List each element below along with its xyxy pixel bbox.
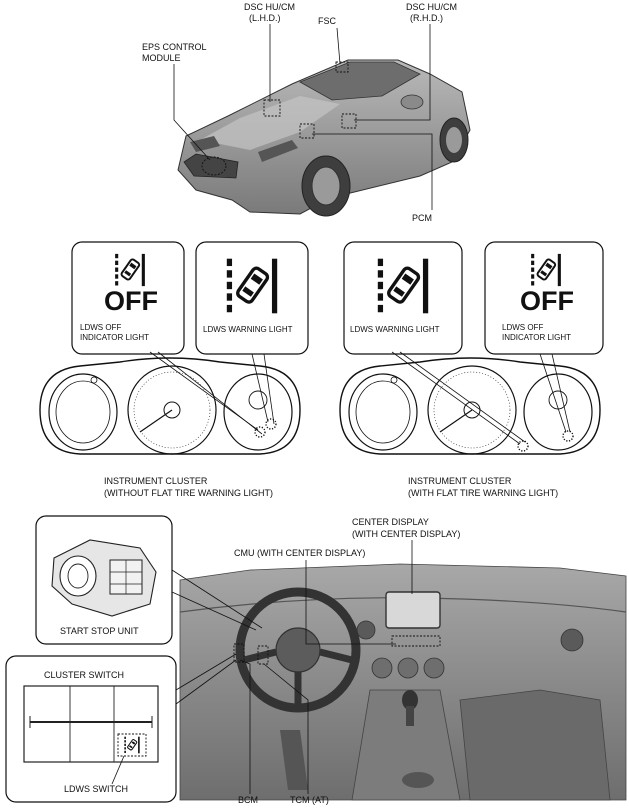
label-ldws-warning-left: LDWS WARNING LIGHT xyxy=(203,325,293,334)
label-center-display-2: (WITH CENTER DISPLAY) xyxy=(352,529,460,539)
label-bcm: BCM xyxy=(238,795,258,805)
label-fsc: FSC xyxy=(318,16,337,26)
label-ldws-off-left-2: INDICATOR LIGHT xyxy=(80,333,149,342)
cluster-right-group: LDWS WARNING LIGHT OFF LDWS OFF INDICATO… xyxy=(339,241,604,455)
cluster-left-leaders xyxy=(149,351,275,435)
car-illustration xyxy=(177,59,471,217)
label-tcm: TCM (AT) xyxy=(290,795,329,805)
label-start-stop-unit: START STOP UNIT xyxy=(60,626,139,636)
label-ldws-switch: LDWS SWITCH xyxy=(64,784,128,794)
cluster-right-leaders xyxy=(391,351,571,445)
pcm-location xyxy=(299,123,315,139)
caption-cluster-left-2: (WITHOUT FLAT TIRE WARNING LIGHT) xyxy=(104,488,273,498)
label-cluster-switch: CLUSTER SWITCH xyxy=(44,670,124,680)
label-dsc-rhd-1: DSC HU/CM xyxy=(406,2,457,12)
label-ldws-off-left-1: LDWS OFF xyxy=(80,323,121,332)
ldws-switch-location xyxy=(117,733,147,757)
cluster-left-group: OFF LDWS OFF INDICATOR LIGHT LDWS WARNIN… xyxy=(39,241,309,455)
start-stop-unit-illustration xyxy=(51,539,157,617)
label-dsc-rhd-2: (R.H.D.) xyxy=(410,13,443,23)
tcm-location xyxy=(257,645,269,665)
dsc-lhd-location xyxy=(263,99,281,117)
interior-illustration xyxy=(179,563,627,801)
ldws-off-icon-text: OFF xyxy=(104,286,158,316)
label-ldws-off-right-1: LDWS OFF xyxy=(502,323,543,332)
cluster-left-housing xyxy=(39,357,301,455)
caption-cluster-right-2: (WITH FLAT TIRE WARNING LIGHT) xyxy=(408,488,558,498)
label-dsc-lhd-1: DSC HU/CM xyxy=(244,2,295,12)
caption-cluster-left-1: INSTRUMENT CLUSTER xyxy=(104,476,208,486)
label-ldws-warning-right: LDWS WARNING LIGHT xyxy=(350,325,440,334)
callout-ldws-off-right xyxy=(484,241,604,355)
label-eps-2: MODULE xyxy=(142,53,181,63)
label-eps-1: EPS CONTROL xyxy=(142,42,207,52)
interior-leader-lines xyxy=(111,540,413,794)
bcm-location xyxy=(233,643,245,663)
label-center-display-1: CENTER DISPLAY xyxy=(352,517,429,527)
ldws-off-icon-text-right: OFF xyxy=(520,286,574,316)
cluster-left-off-spot xyxy=(254,426,266,438)
center-display xyxy=(385,591,441,629)
label-ldws-off-right-2: INDICATOR LIGHT xyxy=(502,333,571,342)
cluster-left-warning-spot xyxy=(265,418,277,430)
eps-location xyxy=(201,156,227,176)
label-pcm: PCM xyxy=(412,213,432,223)
label-dsc-lhd-2: (L.H.D.) xyxy=(249,13,281,23)
caption-cluster-right-1: INSTRUMENT CLUSTER xyxy=(408,476,512,486)
top-leader-lines xyxy=(173,24,433,210)
cluster-right-off-spot xyxy=(562,430,574,442)
cluster-switch-illustration xyxy=(23,685,159,763)
callout-ldws-off-left xyxy=(71,241,185,355)
fsc-location xyxy=(335,61,349,73)
dsc-rhd-location xyxy=(341,113,357,129)
label-cmu: CMU (WITH CENTER DISPLAY) xyxy=(234,548,365,558)
cmu-location xyxy=(391,635,441,647)
cluster-right-housing xyxy=(339,357,601,455)
